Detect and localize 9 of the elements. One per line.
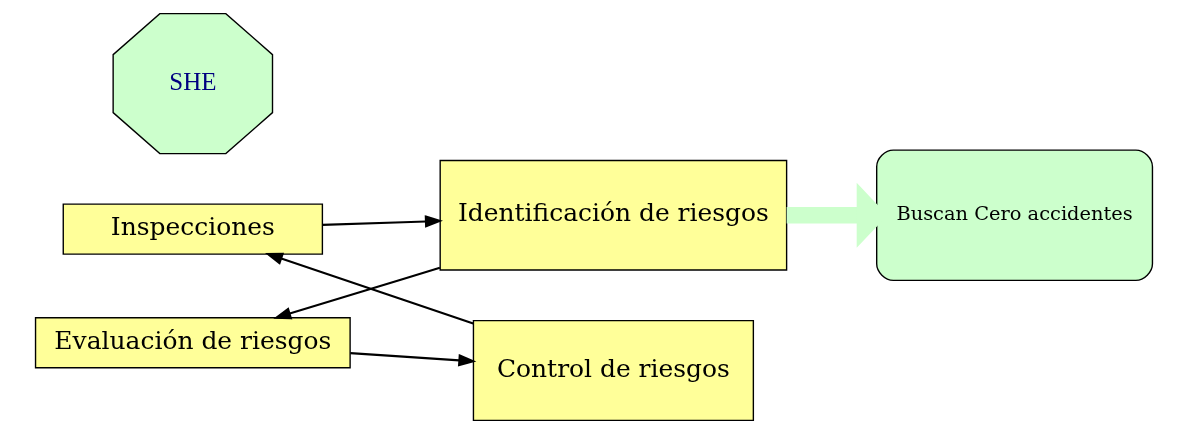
arrow [264,252,474,325]
node-box: Identificación de riesgos [439,159,788,271]
node-box: Inspecciones [62,203,324,255]
arrow [322,215,443,228]
arrow [273,266,441,320]
node-box: Buscan Cero accidentes [876,149,1154,282]
node-box: Control de riesgos [472,319,755,422]
node-box: Evaluación de riesgos [34,317,351,369]
arrow [350,352,477,367]
